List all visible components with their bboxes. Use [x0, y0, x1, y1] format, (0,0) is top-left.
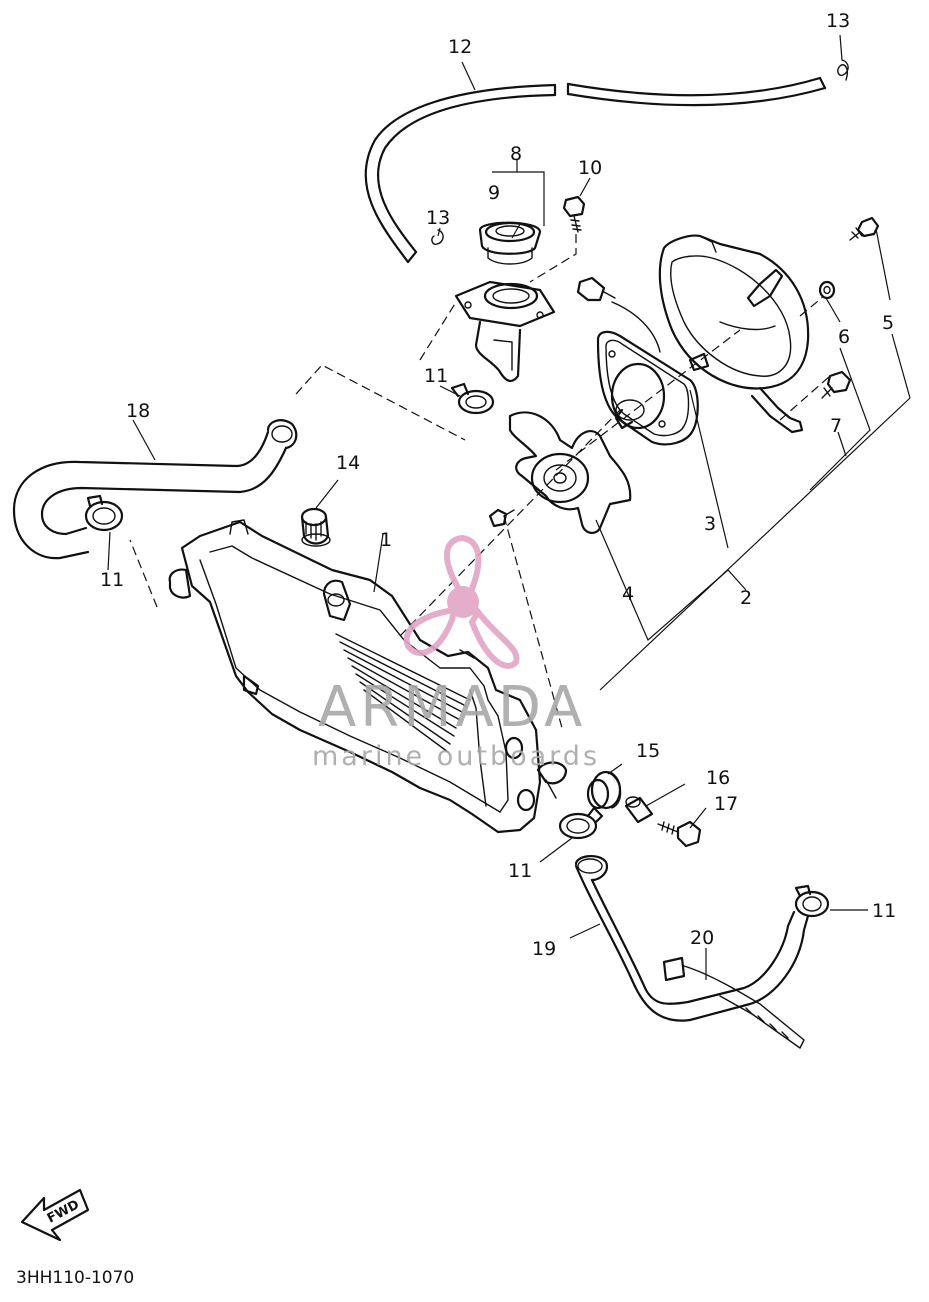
- bolt-10: [562, 195, 586, 233]
- watermark-tagline: marine outboards: [312, 741, 600, 772]
- callout-11-lower: 11: [508, 860, 532, 882]
- hose-clamp-11-left: [84, 494, 124, 532]
- callout-7: 7: [830, 415, 842, 437]
- fwd-label: FWD: [45, 1197, 82, 1226]
- leader-lines: [107, 34, 911, 980]
- hose-clamp-11-upper: [450, 382, 495, 415]
- propeller-logo-icon: [403, 534, 520, 669]
- callout-numbers: 12 13 13 8 9 10 5 6 7 11 18 14 3 1 11 4 …: [100, 10, 896, 960]
- fan-shroud-2: [658, 234, 810, 434]
- callout-4: 4: [622, 583, 634, 605]
- callout-18: 18: [126, 400, 150, 422]
- diagram-code: 3HH110-1070: [16, 1268, 135, 1288]
- callout-8: 8: [510, 143, 522, 165]
- callout-11-upper: 11: [424, 365, 448, 387]
- fan-motor-3: [596, 330, 699, 446]
- filler-neck-8: [454, 280, 556, 382]
- hose-clamp-11-right: [794, 884, 830, 918]
- hose-19: [574, 855, 810, 1022]
- callout-16: 16: [706, 767, 730, 789]
- hose-12: [364, 76, 827, 264]
- washer-6: [818, 280, 836, 300]
- clip-13-lower: [431, 229, 444, 246]
- callout-11-left: 11: [100, 569, 124, 591]
- callout-17: 17: [714, 793, 738, 815]
- radiator-1: [168, 519, 542, 834]
- radiator-outlet: [536, 761, 568, 799]
- callout-19: 19: [532, 938, 556, 960]
- callout-11-right: 11: [872, 900, 896, 922]
- callout-3: 3: [704, 513, 716, 535]
- watermark-name: ARMADA: [318, 675, 586, 740]
- callout-5: 5: [882, 312, 894, 334]
- callout-10: 10: [578, 157, 602, 179]
- callout-12: 12: [448, 36, 472, 58]
- callout-2: 2: [740, 587, 752, 609]
- hose-clamp-11-lower: [558, 806, 604, 840]
- assembly-lines: [129, 234, 831, 729]
- callout-15: 15: [636, 740, 660, 762]
- hose-18: [12, 419, 298, 560]
- fwd-arrow-icon: FWD: [20, 1188, 90, 1242]
- radiator-cap-9: [478, 221, 542, 265]
- callout-13-lower: 13: [426, 207, 450, 229]
- cable-tie-20: [662, 956, 805, 1049]
- callout-1: 1: [380, 529, 392, 551]
- grommet-15: [586, 770, 622, 810]
- watermark: ARMADA marine outboards: [312, 534, 600, 772]
- fan-connector: [576, 276, 661, 353]
- bolt-7: [821, 370, 852, 399]
- collar-16: [624, 796, 654, 824]
- screw-fan: [488, 508, 515, 528]
- callout-20: 20: [690, 927, 714, 949]
- callout-9: 9: [488, 182, 500, 204]
- fan-blade-4: [508, 411, 632, 534]
- bolt-5: [849, 216, 880, 241]
- callout-13-upper: 13: [826, 10, 850, 32]
- callout-6: 6: [838, 326, 850, 348]
- bolt-17: [657, 820, 702, 848]
- radiator-cap-14: [300, 507, 331, 547]
- clip-13-upper: [837, 59, 849, 81]
- callout-14: 14: [336, 452, 360, 474]
